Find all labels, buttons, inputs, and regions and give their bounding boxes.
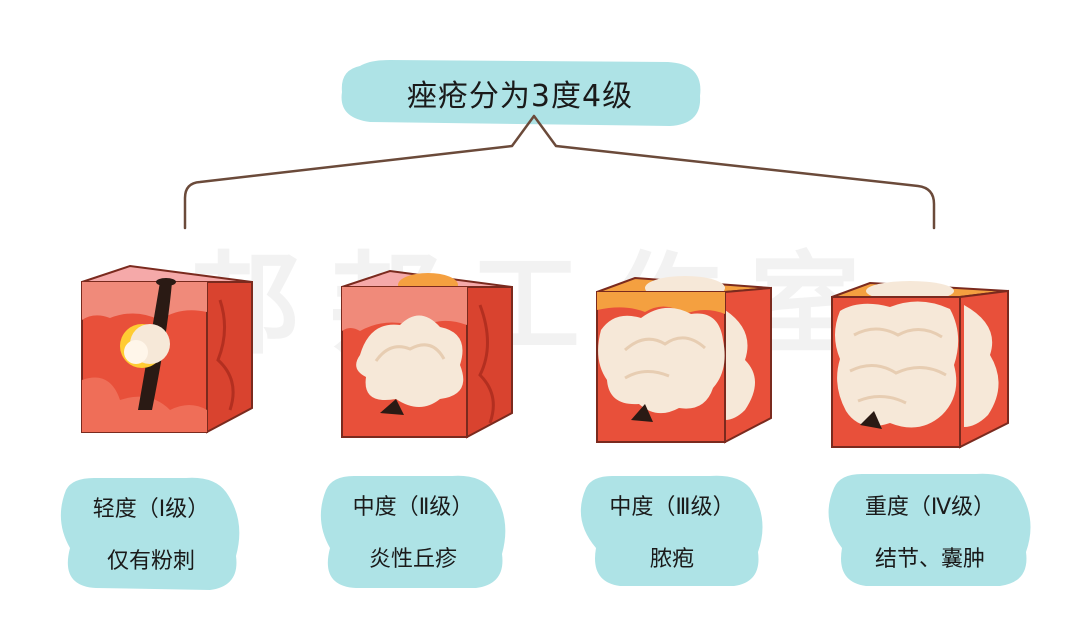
grade-text: 轻度（Ⅰ级） — [92, 497, 210, 522]
desc-text: 仅有粉刺 — [106, 549, 195, 574]
skin-cube-grade-3 — [596, 276, 772, 444]
skin-cube-grade-1 — [81, 264, 253, 434]
grade-text: 中度（Ⅲ级） — [609, 495, 735, 520]
desc-text: 结节、囊肿 — [874, 547, 985, 572]
grade-text: 中度（Ⅱ级） — [352, 495, 474, 520]
skin-cube-grade-2 — [341, 269, 513, 439]
desc-text: 炎性丘疹 — [368, 547, 457, 572]
skin-cube-grade-4 — [831, 281, 1009, 449]
diagram-title: 痤疮分为3度4级 — [406, 79, 634, 114]
grade-text: 重度（Ⅳ级） — [864, 495, 996, 520]
title-bubble — [341, 60, 701, 126]
desc-text: 脓疱 — [649, 547, 694, 572]
